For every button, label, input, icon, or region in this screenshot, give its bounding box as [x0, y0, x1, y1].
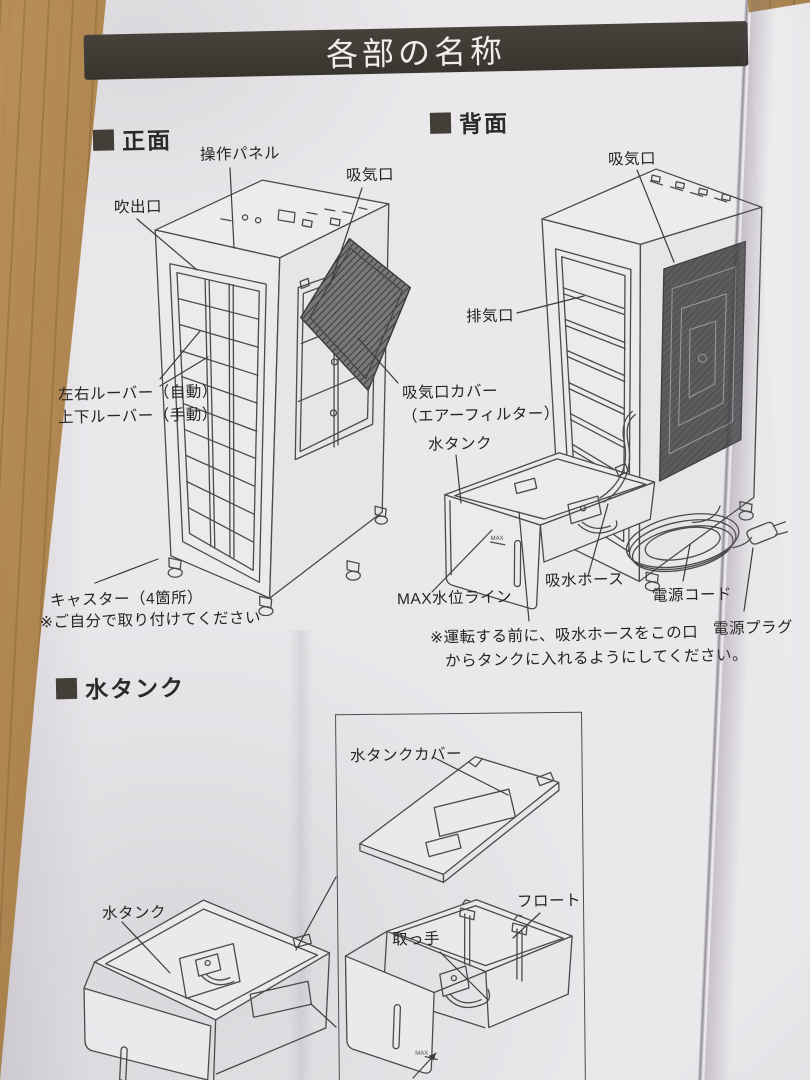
section-marker-square — [429, 111, 452, 134]
label-louver-ud: 上下ルーバー（手動） — [57, 406, 219, 427]
label-outlet: 吹出口 — [113, 198, 163, 217]
section-marker-square — [55, 677, 78, 699]
label-tank: 水タンク — [101, 904, 167, 923]
section-marker-square — [92, 128, 115, 151]
page-title: 各部の名称 — [325, 32, 507, 73]
label-intake-cover-sub: （エアーフィルター） — [401, 405, 560, 426]
label-handle: 取っ手 — [391, 930, 441, 949]
open-tank-illustration: MAX — [344, 899, 573, 1074]
section-heading-front: 正面 — [92, 121, 173, 157]
max-mark: MAX — [415, 1051, 428, 1057]
label-tank-cover: 水タンクカバー — [349, 745, 463, 766]
label-power-plug: 電源プラグ — [712, 619, 794, 638]
label-intake-cover: 吸気口カバー — [401, 382, 499, 403]
section-heading-back: 背面 — [429, 104, 510, 140]
label-power-cord: 電源コード — [651, 586, 733, 605]
label-front-intake: 吸気口 — [345, 166, 395, 185]
label-back-tank: 水タンク — [427, 435, 493, 454]
label-float: フロート — [516, 892, 582, 911]
label-hose: 吸水ホース — [544, 571, 625, 590]
label-max-line: MAX水位ライン — [396, 588, 513, 609]
max-mark: MAX — [491, 536, 504, 542]
label-back-intake: 吸気口 — [607, 150, 657, 169]
label-control-panel: 操作パネル — [199, 145, 281, 164]
label-caster-note: ※ご自分で取り付けてください — [39, 609, 262, 632]
label-louver-lr: 左右ルーバー（自動） — [57, 383, 219, 404]
section-heading-tank: 水タンク — [55, 669, 186, 706]
label-exhaust: 排気口 — [465, 307, 515, 326]
